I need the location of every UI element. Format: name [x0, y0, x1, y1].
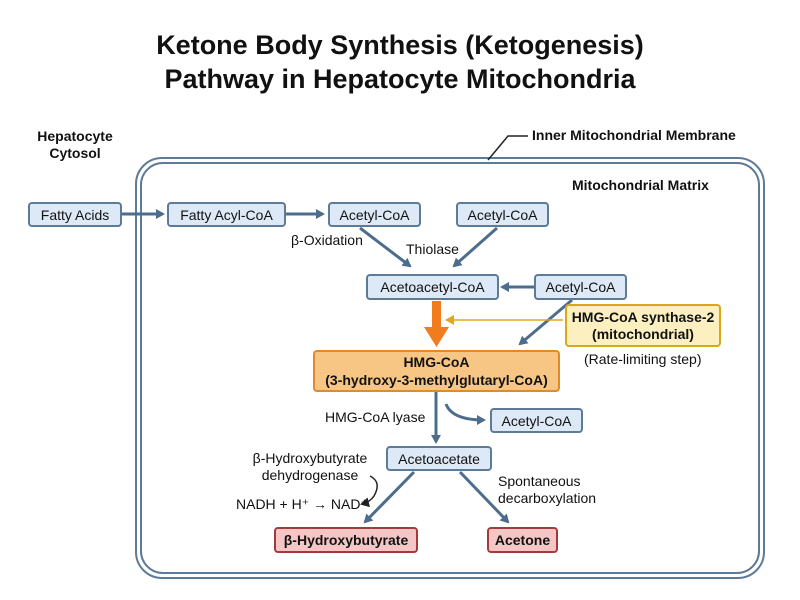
- enzyme-location: (mitochondrial): [592, 325, 694, 342]
- spontaneous-line-1: Spontaneous: [498, 473, 581, 489]
- title-line-1: Ketone Body Synthesis (Ketogenesis): [156, 30, 644, 60]
- node-hmg-coa: HMG-CoA (3-hydroxy-3-methylglutaryl-CoA): [313, 350, 560, 392]
- node-fatty-acids: Fatty Acids: [28, 202, 122, 227]
- node-acetoacetate: Acetoacetate: [386, 446, 492, 471]
- cytosol-label-line-2: Cytosol: [49, 145, 101, 161]
- rate-limiting-arrow-shaft: [432, 301, 441, 329]
- arrow-lyase-to-acetyl-coa-4: [444, 403, 486, 425]
- bhb-dehydrogenase-line-1: β-Hydroxybutyrate: [252, 450, 368, 466]
- arrow-acetyl-coa-1-to-acetoacetyl: [359, 226, 412, 268]
- node-acetyl-coa-1: Acetyl-CoA: [328, 202, 421, 227]
- arrow-acetoacetate-to-bhb: [363, 470, 416, 524]
- label-beta-oxidation: β-Oxidation: [291, 232, 363, 248]
- diagram-title: Ketone Body Synthesis (Ketogenesis) Path…: [0, 28, 800, 96]
- nadh-cofactor-curve: [360, 475, 378, 508]
- enzyme-hmg-coa-synthase-2: HMG-CoA synthase-2 (mitochondrial): [565, 304, 721, 347]
- membrane-leader-line: [487, 135, 528, 161]
- label-bhb-dehydrogenase: β-Hydroxybutyrate dehydrogenase: [240, 450, 380, 484]
- node-fatty-acyl-coa: Fatty Acyl-CoA: [167, 202, 286, 227]
- rate-limiting-arrow-head: [424, 327, 449, 347]
- node-acetyl-coa-2: Acetyl-CoA: [456, 202, 549, 227]
- hmg-coa-name: HMG-CoA: [403, 354, 470, 370]
- arrow-acetyl-coa-2-to-acetoacetyl: [452, 226, 498, 268]
- label-nadh-conversion: NADH + H⁺ → NAD⁺: [236, 496, 368, 512]
- matrix-label: Mitochondrial Matrix: [572, 177, 709, 193]
- node-beta-hydroxybutyrate: β-Hydroxybutyrate: [274, 527, 418, 553]
- node-acetyl-coa-4: Acetyl-CoA: [490, 408, 583, 433]
- node-acetone: Acetone: [487, 527, 558, 553]
- label-hmg-coa-lyase: HMG-CoA lyase: [325, 409, 426, 425]
- spontaneous-line-2: decarboxylation: [498, 490, 597, 506]
- node-acetoacetyl-coa: Acetoacetyl-CoA: [366, 274, 499, 300]
- title-line-2: Pathway in Hepatocyte Mitochondria: [164, 64, 636, 94]
- arrow-acetyl-coa-3-to-hmg-coa: [518, 298, 573, 346]
- cytosol-label: Hepatocyte Cytosol: [20, 128, 130, 162]
- membrane-label: Inner Mitochondrial Membrane: [532, 127, 736, 143]
- inner-membrane-outer-line: [135, 157, 765, 579]
- label-thiolase: Thiolase: [406, 241, 459, 257]
- cytosol-label-line-1: Hepatocyte: [37, 128, 113, 144]
- inner-membrane-inner-line: [140, 162, 760, 574]
- bhb-dehydrogenase-line-2: dehydrogenase: [261, 467, 359, 483]
- arrow-acetoacetate-to-acetone: [458, 470, 510, 524]
- enzyme-name: HMG-CoA synthase-2: [571, 308, 715, 325]
- hmg-coa-full-name: (3-hydroxy-3-methylglutaryl-CoA): [325, 372, 548, 388]
- label-rate-limiting-step: (Rate-limiting step): [584, 351, 702, 367]
- node-acetyl-coa-3: Acetyl-CoA: [534, 274, 627, 300]
- label-spontaneous-decarboxylation: Spontaneous decarboxylation: [498, 473, 596, 507]
